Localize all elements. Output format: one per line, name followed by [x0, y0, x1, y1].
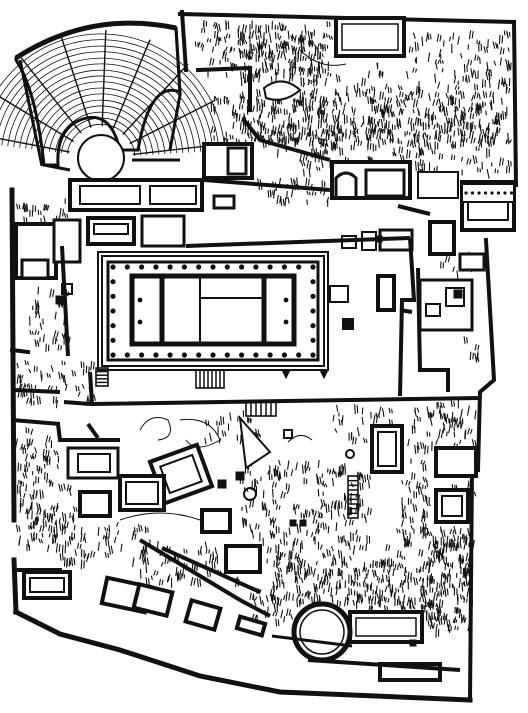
paths [119, 24, 347, 521]
temple [97, 251, 354, 371]
theatre [0, 20, 229, 182]
interior-walls [11, 118, 481, 672]
monuments [55, 80, 463, 647]
colonnade-stoa [461, 183, 515, 203]
rotunda [271, 601, 353, 663]
hillside-hatching [12, 19, 512, 638]
temple-columns [110, 264, 316, 358]
stairways [95, 367, 359, 519]
building-foundations [14, 16, 516, 682]
